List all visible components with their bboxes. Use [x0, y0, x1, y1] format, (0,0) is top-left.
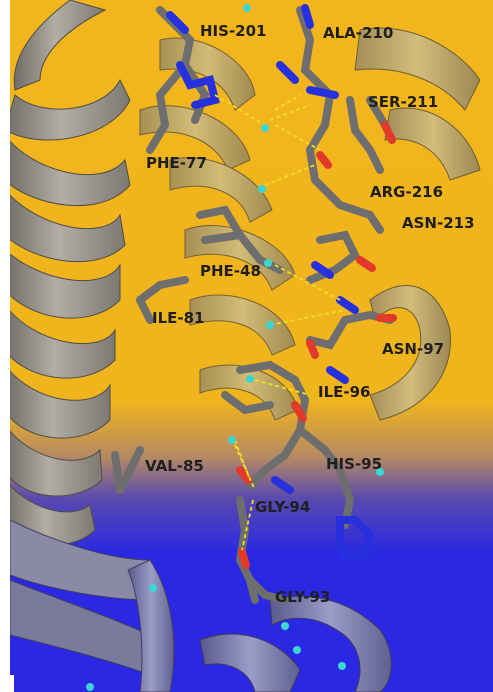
label-his-201: HIS-201	[200, 22, 266, 40]
water-sphere	[281, 622, 289, 630]
helix-upper-right	[354, 27, 481, 181]
water-sphere	[243, 4, 251, 12]
residue-labels: HIS-201 ALA-210 SER-211 PHE-77 ARG-216 A…	[145, 22, 475, 606]
hydrogen-bonds	[214, 94, 346, 551]
water-sphere	[338, 662, 346, 670]
label-asn-97: ASN-97	[382, 340, 444, 358]
water-sphere	[86, 683, 94, 691]
water-sphere	[293, 646, 301, 654]
water-sphere	[376, 468, 384, 476]
water-molecules	[86, 4, 384, 691]
label-phe-48: PHE-48	[200, 262, 261, 280]
label-ile-81: ILE-81	[152, 309, 205, 327]
ribbon-lower-left	[10, 519, 175, 692]
label-gly-94: GLY-94	[255, 498, 310, 516]
protein-structure-image: HIS-201 ALA-210 SER-211 PHE-77 ARG-216 A…	[10, 0, 493, 692]
water-sphere	[261, 124, 269, 132]
water-sphere	[258, 185, 266, 193]
water-sphere	[228, 436, 236, 444]
loop-right	[369, 285, 451, 421]
label-phe-77: PHE-77	[146, 154, 207, 172]
water-sphere	[266, 321, 274, 329]
frame-corner	[0, 675, 14, 692]
label-val-85: VAL-85	[145, 457, 204, 475]
water-sphere	[149, 584, 157, 592]
stick-bonds-nitrogen	[166, 4, 375, 559]
label-his-95: HIS-95	[326, 455, 382, 473]
label-arg-216: ARG-216	[370, 183, 443, 201]
helix-left	[10, 0, 131, 545]
molecular-render: HIS-201 ALA-210 SER-211 PHE-77 ARG-216 A…	[10, 0, 493, 692]
label-gly-93: GLY-93	[275, 588, 330, 606]
water-sphere	[264, 259, 272, 267]
label-ile-96: ILE-96	[318, 383, 371, 401]
stick-bonds-oxygen	[236, 121, 397, 569]
label-ser-211: SER-211	[368, 93, 438, 111]
label-ala-210: ALA-210	[323, 24, 393, 42]
water-sphere	[246, 375, 254, 383]
label-asn-213: ASN-213	[402, 214, 475, 232]
